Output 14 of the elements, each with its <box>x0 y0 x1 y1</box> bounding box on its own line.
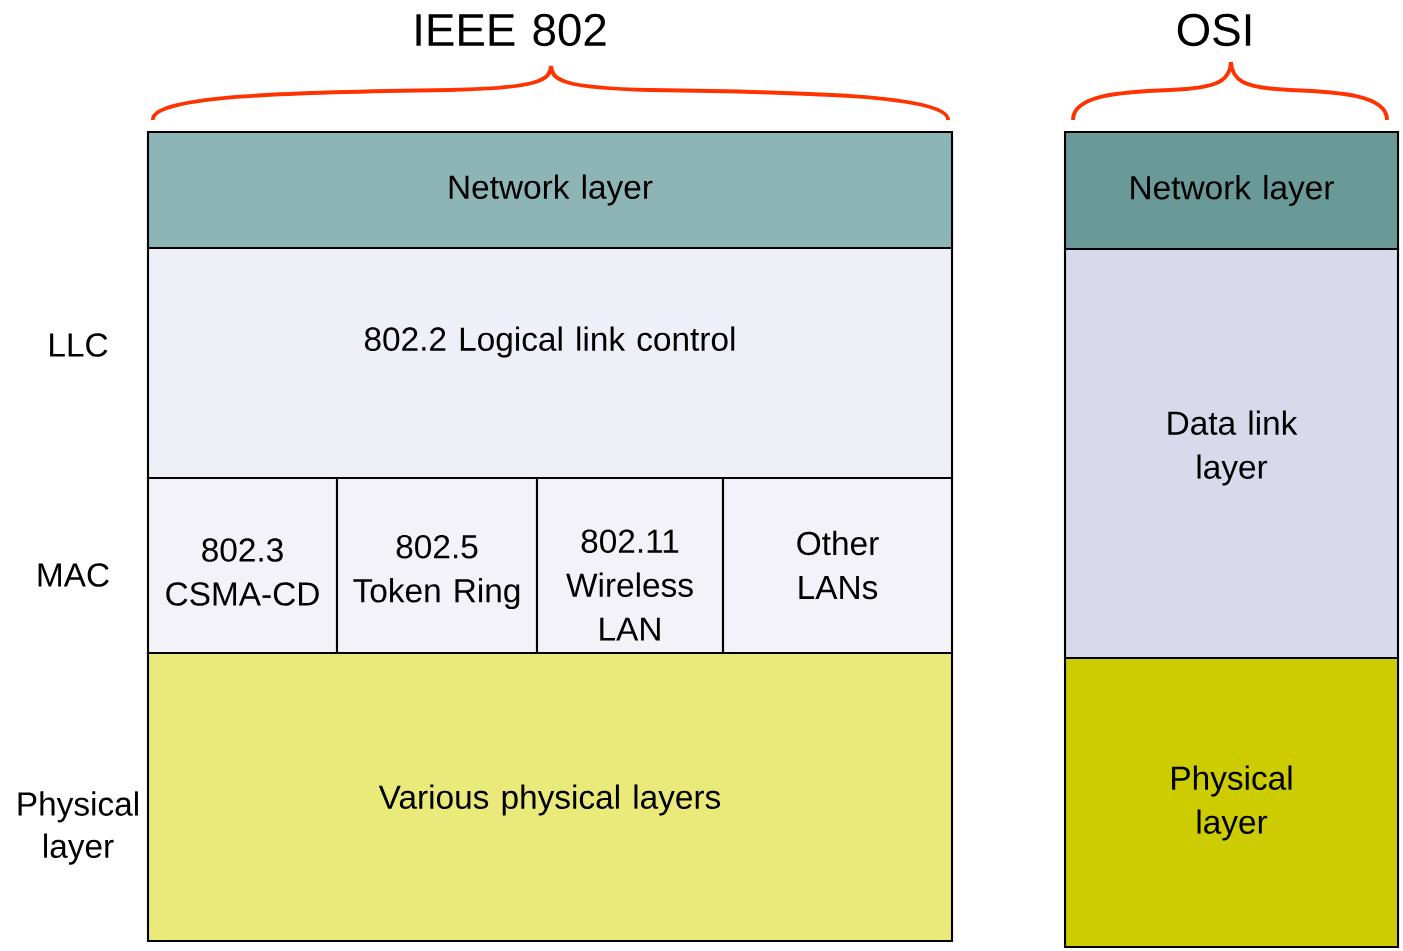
standard-box: 802.5 Token Ring <box>335 476 539 655</box>
standard-box: 802.3 CSMA-CD <box>146 476 339 655</box>
layer-box: Physical layer <box>1063 656 1400 949</box>
title: IEEE 802 <box>416 13 606 47</box>
standard-box: 802.11 Wireless LAN <box>535 476 725 655</box>
layer-box: Data link layer <box>1063 247 1400 660</box>
standard-box: Other LANs <box>721 476 954 655</box>
layer-box: Various physical layers <box>146 651 954 943</box>
title: OSI <box>1177 13 1251 47</box>
side-label: MAC <box>38 563 109 587</box>
side-label: LLC <box>50 333 108 357</box>
layer-box: Network layer <box>146 130 954 250</box>
layer-box: Network layer <box>1063 130 1400 251</box>
layer-box: 802.2 Logical link control <box>146 246 954 480</box>
